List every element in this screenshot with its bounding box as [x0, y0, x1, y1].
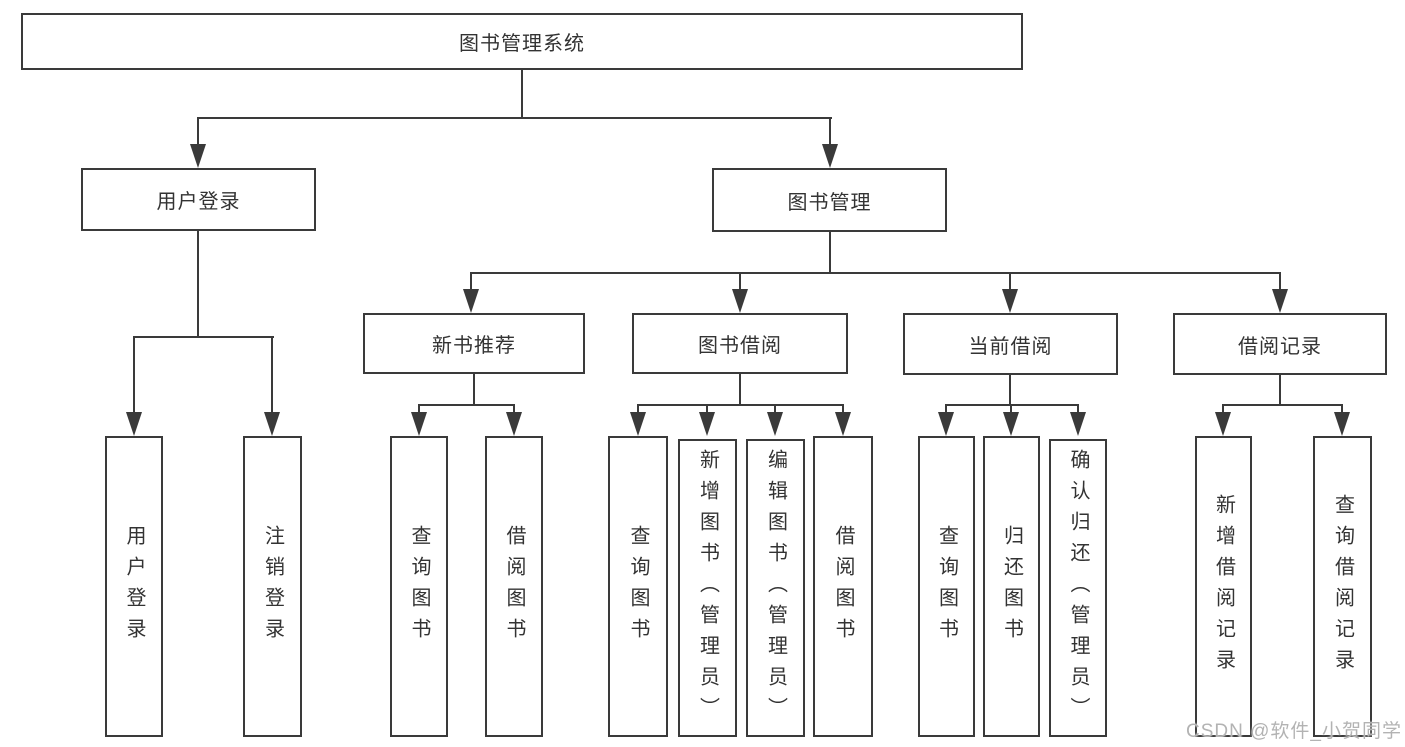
leaf-query-borrow-record-label: 查询借阅记录 — [1331, 493, 1354, 680]
leaf-confirm-return-admin: 确认归还（管理员） — [1049, 439, 1107, 737]
connector-line — [1279, 374, 1281, 406]
leaf-add-borrow-record: 新增借阅记录 — [1195, 436, 1252, 737]
leaf-user-login: 用户登录 — [105, 436, 163, 737]
connector-line — [1077, 404, 1079, 416]
csdn-watermark: CSDN @软件_小贺同学 — [1186, 721, 1402, 742]
arrow-down-icon — [835, 412, 851, 436]
arrow-down-icon — [190, 144, 206, 168]
leaf-logout: 注销登录 — [243, 436, 302, 737]
node-borrowing-records-label: 借阅记录 — [1238, 335, 1322, 358]
leaf-add-borrow-record-label: 新增借阅记录 — [1212, 493, 1235, 680]
connector-line — [418, 404, 420, 416]
connector-line — [473, 374, 475, 406]
leaf-borrow-books-recommend-label: 借阅图书 — [503, 524, 525, 649]
connector-line — [133, 336, 274, 338]
arrow-down-icon — [1003, 412, 1019, 436]
connector-line — [1279, 272, 1281, 290]
connector-line — [829, 117, 831, 147]
leaf-query-books-recommend: 查询图书 — [390, 436, 448, 737]
leaf-query-books-current: 查询图书 — [918, 436, 975, 737]
node-current-borrowing: 当前借阅 — [903, 313, 1118, 375]
connector-line — [418, 404, 515, 406]
connector-line — [842, 404, 844, 416]
leaf-user-login-label: 用户登录 — [123, 524, 145, 649]
node-new-book-recommend: 新书推荐 — [363, 313, 585, 374]
node-root: 图书管理系统 — [21, 13, 1023, 70]
connector-line — [637, 404, 844, 406]
node-new-book-recommend-label: 新书推荐 — [432, 335, 516, 357]
node-user-login-label: 用户登录 — [156, 191, 241, 213]
arrow-down-icon — [126, 412, 142, 436]
connector-line — [1341, 404, 1343, 416]
arrow-down-icon — [1215, 412, 1231, 436]
leaf-query-books-borrow: 查询图书 — [608, 436, 668, 737]
leaf-logout-label: 注销登录 — [261, 524, 284, 649]
arrow-down-icon — [1070, 412, 1086, 436]
arrow-down-icon — [767, 412, 783, 436]
connector-line — [945, 404, 1079, 406]
connector-line — [739, 272, 741, 290]
connector-line — [470, 272, 472, 290]
leaf-query-borrow-record: 查询借阅记录 — [1313, 436, 1372, 737]
connector-line — [521, 70, 523, 118]
connector-line — [637, 404, 639, 416]
node-root-label: 图书管理系统 — [459, 33, 585, 55]
connector-line — [133, 336, 135, 414]
connector-line — [945, 404, 947, 416]
connector-line — [271, 336, 273, 414]
leaf-confirm-return-admin-label: 确认归还（管理员） — [1067, 448, 1089, 728]
arrow-down-icon — [463, 289, 479, 313]
leaf-borrow-books-recommend: 借阅图书 — [485, 436, 543, 737]
leaf-query-books-current-label: 查询图书 — [935, 524, 958, 649]
leaf-add-books-admin: 新增图书（管理员） — [678, 439, 737, 737]
node-book-borrowing: 图书借阅 — [632, 313, 848, 374]
node-current-borrowing-label: 当前借阅 — [968, 335, 1053, 358]
leaf-query-books-recommend-label: 查询图书 — [408, 524, 430, 649]
connector-line — [1222, 404, 1343, 406]
connector-line — [1009, 374, 1011, 406]
connector-line — [774, 404, 776, 416]
connector-line — [197, 231, 199, 338]
arrow-down-icon — [822, 144, 838, 168]
leaf-borrow-books: 借阅图书 — [813, 436, 873, 737]
arrow-down-icon — [1002, 289, 1018, 313]
connector-line — [470, 272, 1281, 274]
connector-line — [513, 404, 515, 416]
arrow-down-icon — [506, 412, 522, 436]
connector-line — [1010, 404, 1012, 416]
connector-line — [1009, 272, 1011, 290]
arrow-down-icon — [938, 412, 954, 436]
leaf-borrow-books-label: 借阅图书 — [832, 524, 854, 649]
node-user-login: 用户登录 — [81, 168, 316, 231]
leaf-query-books-borrow-label: 查询图书 — [627, 524, 649, 649]
leaf-return-books: 归还图书 — [983, 436, 1040, 737]
connector-line — [829, 232, 831, 274]
node-borrowing-records: 借阅记录 — [1173, 313, 1387, 375]
arrow-down-icon — [732, 289, 748, 313]
leaf-edit-books-admin: 编辑图书（管理员） — [746, 439, 805, 737]
leaf-return-books-label: 归还图书 — [1000, 524, 1023, 649]
node-book-management: 图书管理 — [712, 168, 947, 232]
arrow-down-icon — [411, 412, 427, 436]
arrow-down-icon — [264, 412, 280, 436]
node-book-management-label: 图书管理 — [787, 191, 872, 214]
connector-line — [1222, 404, 1224, 416]
leaf-add-books-admin-label: 新增图书（管理员） — [696, 448, 719, 728]
arrow-down-icon — [1272, 289, 1288, 313]
node-book-borrowing-label: 图书借阅 — [698, 335, 782, 357]
arrow-down-icon — [630, 412, 646, 436]
connector-line — [197, 117, 832, 119]
arrow-down-icon — [1334, 412, 1350, 436]
leaf-edit-books-admin-label: 编辑图书（管理员） — [764, 448, 787, 728]
connector-line — [739, 374, 741, 406]
arrow-down-icon — [699, 412, 715, 436]
connector-line — [706, 404, 708, 416]
connector-line — [197, 117, 199, 147]
